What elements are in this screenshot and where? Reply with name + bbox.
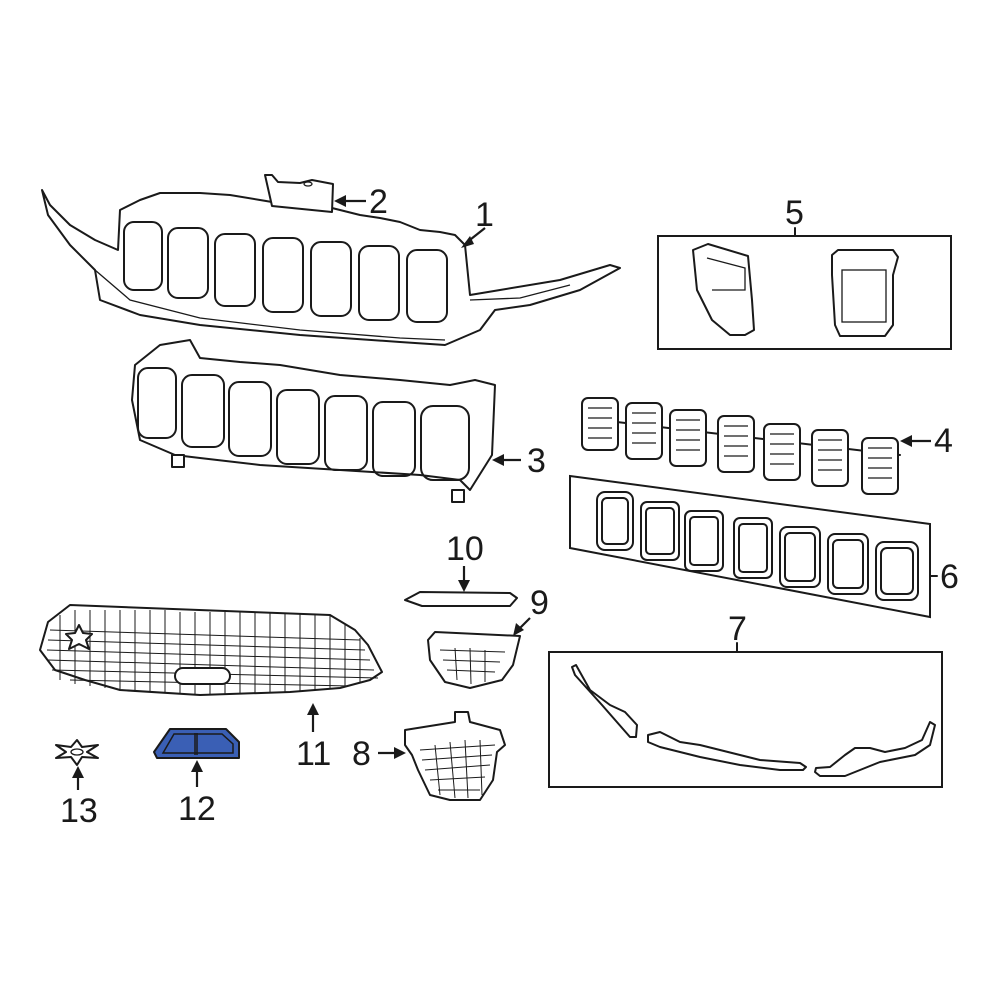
part-11-mesh — [46, 610, 379, 695]
leader-lines — [72, 195, 931, 790]
part-9-mesh — [439, 647, 506, 685]
callout-7[interactable]: 7 — [728, 610, 747, 648]
part-11-lower-grille[interactable] — [39, 604, 383, 696]
part-3-grille-frame[interactable] — [131, 339, 496, 503]
callout-3[interactable]: 3 — [527, 442, 546, 480]
callout-11[interactable]: 11 — [296, 735, 331, 773]
part-13-star-clip[interactable] — [55, 739, 99, 766]
callout-10[interactable]: 10 — [446, 530, 484, 568]
part-12-highlighted-cover[interactable] — [153, 728, 240, 759]
part-4-hex-pattern — [588, 407, 892, 479]
part-1-openings — [123, 221, 448, 323]
callout-5[interactable]: 5 — [785, 194, 804, 232]
callout-6[interactable]: 6 — [940, 558, 959, 596]
part-2-bracket[interactable] — [264, 174, 334, 213]
callout-1[interactable]: 1 — [475, 196, 494, 234]
part-7-box[interactable] — [548, 642, 943, 788]
part-3-openings — [137, 367, 470, 481]
part-6-box[interactable] — [569, 474, 938, 619]
part-8-mesh — [419, 739, 496, 799]
callout-12[interactable]: 12 — [178, 790, 216, 828]
callout-4[interactable]: 4 — [934, 422, 953, 460]
callout-8[interactable]: 8 — [352, 735, 371, 773]
callout-2[interactable]: 2 — [369, 183, 388, 221]
part-5-box[interactable] — [657, 227, 952, 350]
part-4-insert — [581, 397, 899, 495]
part-8-side-insert[interactable] — [404, 711, 506, 801]
part-6-rings — [596, 491, 919, 601]
part-1-reinforcement[interactable] — [41, 189, 621, 346]
callouts: 1 2 3 4 5 6 7 8 9 10 11 12 13 — [60, 183, 959, 830]
part-10-trim-strip[interactable] — [404, 591, 518, 607]
part-9-small-insert[interactable] — [427, 631, 521, 689]
callout-9[interactable]: 9 — [530, 584, 549, 622]
star-emblem-icon — [65, 624, 93, 650]
callout-13[interactable]: 13 — [60, 792, 98, 830]
part-4-mesh-inserts[interactable] — [581, 397, 901, 495]
